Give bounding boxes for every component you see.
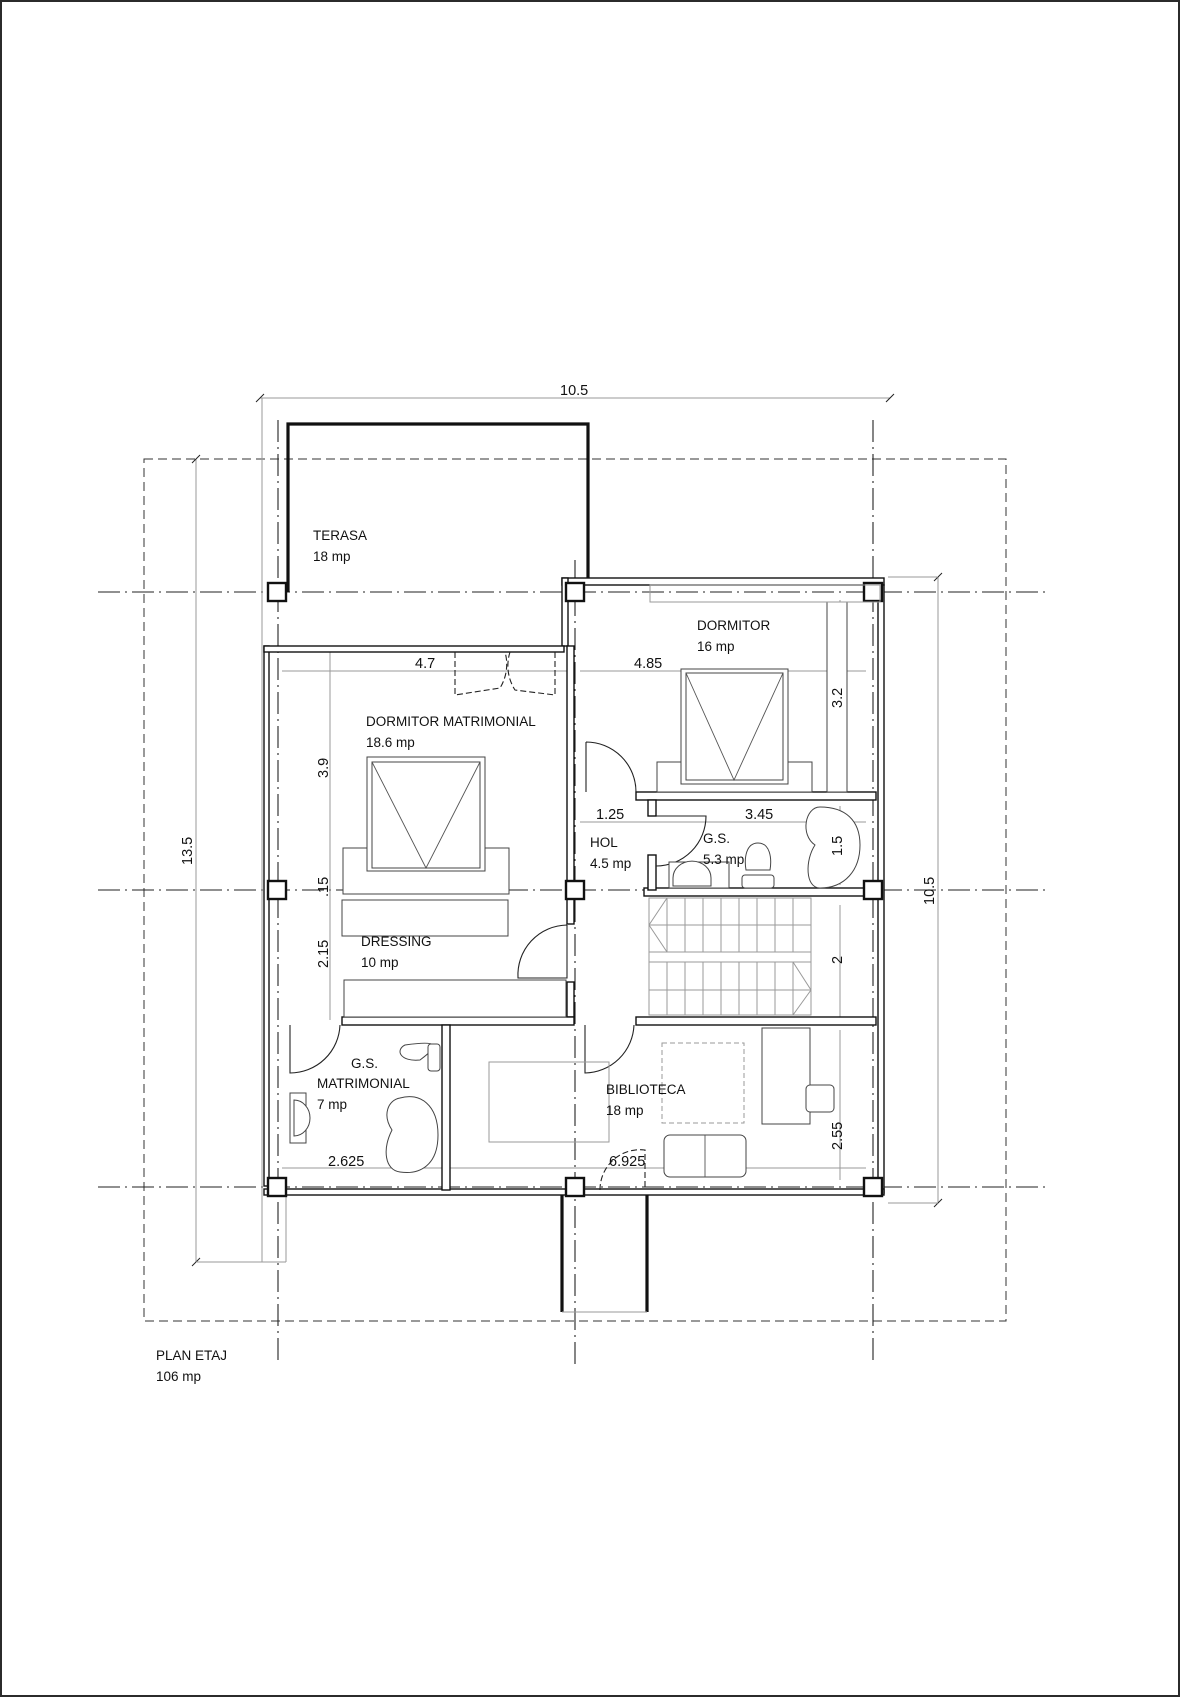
- dim-text: 2.625: [328, 1154, 364, 1170]
- room-labels: TERASA 18 mp DORMITOR 16 mp DORMITOR MAT…: [313, 528, 770, 1118]
- room-area: 18 mp: [606, 1103, 644, 1118]
- room-name: DRESSING: [361, 934, 432, 949]
- dim-text: 4.85: [634, 656, 662, 672]
- dim-text: 1.25: [596, 807, 624, 823]
- doors: [289, 651, 707, 1191]
- structural-columns: [266, 581, 884, 1198]
- room-name: DORMITOR MATRIMONIAL: [366, 714, 536, 729]
- drawing-title-block: PLAN ETAJ 106 mp: [156, 1348, 227, 1384]
- room-area: 7 mp: [317, 1097, 347, 1112]
- biblioteca-furniture: [488, 1027, 835, 1178]
- room-name: BIBLIOTECA: [606, 1082, 686, 1097]
- dim-text: 10.5: [922, 877, 938, 905]
- bed-master: [341, 756, 510, 937]
- dimension-labels: 10.5 4.7 4.85 1.25 3.45 2.625 6.925 13.5…: [180, 383, 938, 1170]
- room-name: G.S.: [703, 831, 730, 846]
- room-area: 18 mp: [313, 549, 351, 564]
- entrance-porch: [560, 1195, 649, 1313]
- terrace-parapet: [286, 422, 590, 592]
- dim-text: 4.7: [415, 656, 435, 672]
- dim-text: .15: [316, 877, 332, 897]
- dim-text: 3.2: [830, 688, 846, 708]
- dim-text: 6.925: [609, 1154, 645, 1170]
- room-name: HOL: [590, 835, 618, 850]
- dim-text: 2: [830, 956, 846, 964]
- room-area: 18.6 mp: [366, 735, 415, 750]
- dim-overall-width: 10.5: [560, 383, 588, 399]
- dressing-closet: [343, 979, 567, 1018]
- room-area: 10 mp: [361, 955, 399, 970]
- room-name: MATRIMONIAL: [317, 1076, 410, 1091]
- room-area: 5.3 mp: [703, 852, 744, 867]
- dim-text: 3.9: [316, 758, 332, 778]
- dim-text: 1.5: [830, 836, 846, 856]
- room-name: TERASA: [313, 528, 367, 543]
- dim-text: 2.15: [316, 940, 332, 968]
- dim-text: 2.55: [830, 1122, 846, 1150]
- drawing-total-area: 106 mp: [156, 1369, 201, 1384]
- bed-dormitor: [649, 584, 881, 793]
- room-area: 16 mp: [697, 639, 735, 654]
- dim-text: 13.5: [180, 837, 196, 865]
- room-name: G.S.: [351, 1056, 378, 1071]
- room-area: 4.5 mp: [590, 856, 631, 871]
- staircase: [648, 897, 812, 1016]
- bathroom-fixtures: [289, 806, 861, 1174]
- drawing-title: PLAN ETAJ: [156, 1348, 227, 1363]
- room-name: DORMITOR: [697, 618, 770, 633]
- dim-text: 3.45: [745, 807, 773, 823]
